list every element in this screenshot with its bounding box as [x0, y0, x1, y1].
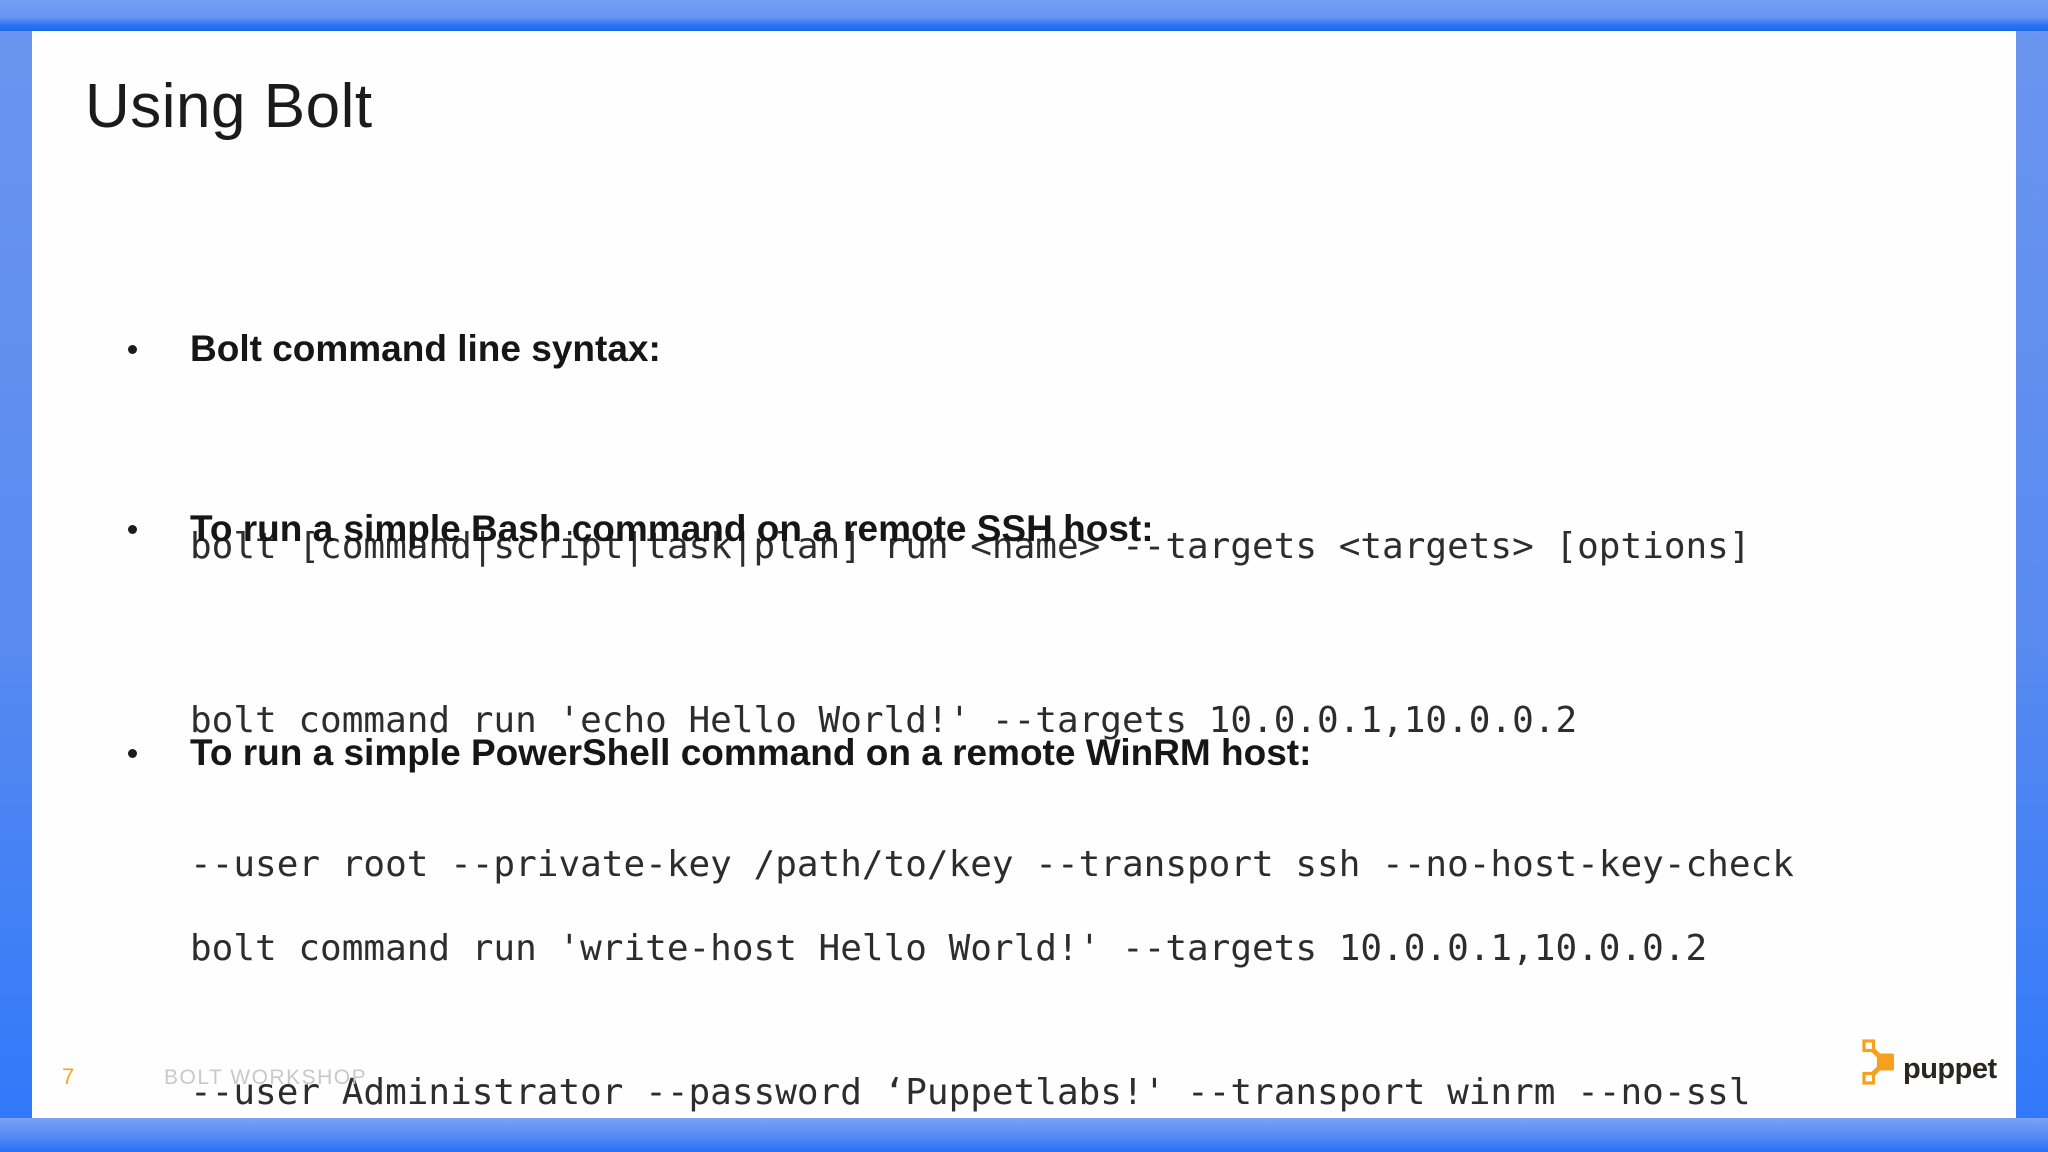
code-block-bash-ssh: bolt command run 'echo Hello World!' --t…: [190, 601, 1794, 985]
code-block-powershell-winrm: bolt command run 'write-host Hello World…: [190, 829, 1751, 1152]
bullet-item-bash-ssh: To run a simple Bash command on a remote…: [128, 507, 1154, 551]
bullet-label: Bolt command line syntax:: [190, 328, 661, 369]
frame-border-top: [0, 0, 2048, 31]
bullet-icon: [128, 525, 137, 534]
frame-border-right: [2016, 0, 2048, 1152]
puppet-logo: puppet: [1862, 1039, 1997, 1085]
bullet-label: To run a simple PowerShell command on a …: [190, 732, 1312, 773]
code-line: --user Administrator --password ‘Puppetl…: [190, 1072, 1751, 1113]
bullet-icon: [128, 749, 137, 758]
frame-border-left: [0, 0, 32, 1152]
code-line: --user root --private-key /path/to/key -…: [190, 844, 1794, 885]
code-line: bolt [command|script|task|plan] run <nam…: [190, 526, 1751, 567]
footer-label: BOLT WORKSHOP: [164, 1066, 368, 1089]
frame-border-bottom: [0, 1118, 2048, 1152]
puppet-logo-text: puppet: [1903, 1053, 1997, 1085]
code-line: bolt command run 'echo Hello World!' --t…: [190, 700, 1578, 741]
bullet-item-syntax: Bolt command line syntax:: [128, 327, 661, 371]
slide: Using Bolt Bolt command line syntax: bol…: [32, 31, 2016, 1118]
bullet-label: To run a simple Bash command on a remote…: [190, 508, 1154, 549]
bullet-item-powershell-winrm: To run a simple PowerShell command on a …: [128, 731, 1311, 775]
slide-title: Using Bolt: [85, 72, 373, 141]
puppet-nodes-icon: [1862, 1039, 1894, 1085]
code-block-syntax: bolt [command|script|task|plan] run <nam…: [190, 427, 1751, 667]
bullet-icon: [128, 345, 137, 354]
code-line: bolt command run 'write-host Hello World…: [190, 928, 1708, 969]
page-number: 7: [62, 1064, 75, 1089]
